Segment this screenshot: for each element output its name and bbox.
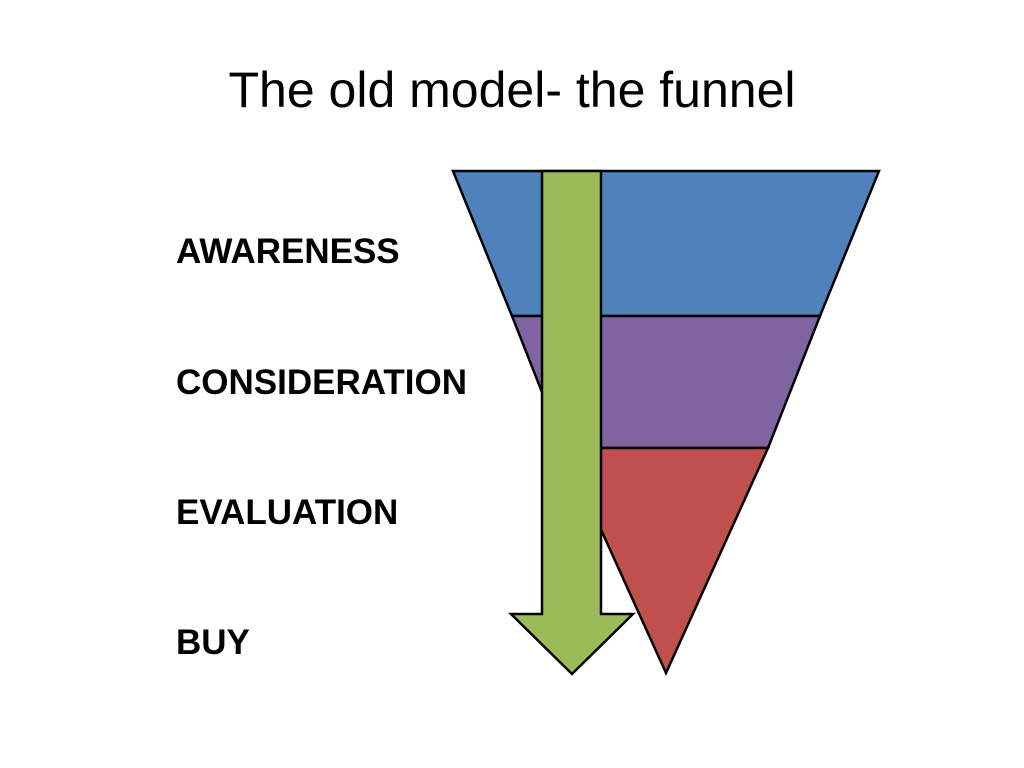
- stage-label-evaluation: EVALUATION: [176, 493, 399, 532]
- stage-label-awareness: AWARENESS: [176, 232, 400, 271]
- stage-label-consideration: CONSIDERATION: [176, 363, 468, 402]
- stage-label-buy: BUY: [176, 623, 250, 662]
- funnel-segment-evaluation: [562, 446, 770, 677]
- slide-title: The old model- the funnel: [228, 62, 796, 118]
- down-arrow-icon: [507, 169, 637, 676]
- funnel-segment-awareness: [451, 169, 881, 318]
